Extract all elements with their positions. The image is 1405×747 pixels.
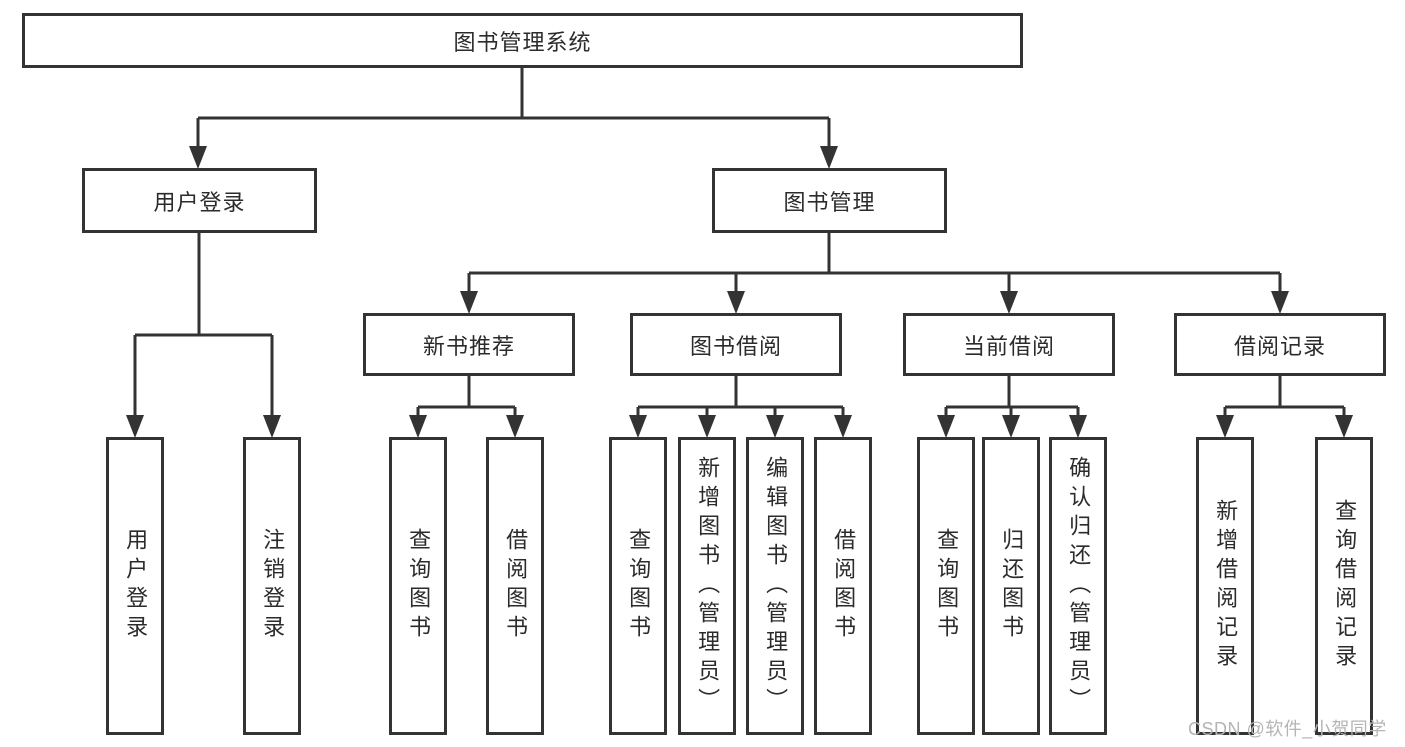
- leaf-label: 用户登录: [123, 528, 149, 644]
- leaf-label: 借阅图书: [831, 528, 857, 644]
- leaf-return-books: 归还图书: [982, 437, 1040, 735]
- leaf-edit-books-admin: 编辑图书（管理员）: [746, 437, 804, 735]
- connector-user-login-children: [126, 233, 281, 438]
- leaf-label: 编辑图书（管理员）: [763, 455, 789, 717]
- leaf-label: 新增借阅记录: [1213, 499, 1239, 673]
- leaf-logout: 注销登录: [243, 437, 301, 735]
- leaf-query-books: 查询图书: [609, 437, 667, 735]
- leaf-label: 归还图书: [999, 528, 1025, 644]
- leaf-query-books: 查询图书: [917, 437, 975, 735]
- leaf-label: 查询图书: [934, 528, 960, 644]
- leaf-label: 新增图书（管理员）: [695, 455, 721, 717]
- leaf-label: 查询图书: [406, 528, 432, 644]
- leaf-add-books-admin: 新增图书（管理员）: [678, 437, 736, 735]
- leaf-label: 注销登录: [260, 528, 286, 644]
- connector-book-management-children: [460, 233, 1289, 314]
- connector-borrow-records-children: [1216, 376, 1353, 438]
- node-book-management: 图书管理: [712, 168, 947, 233]
- connector-current-borrow-children: [937, 376, 1087, 438]
- leaf-borrow-books: 借阅图书: [486, 437, 544, 735]
- connector-root-to-level2: [189, 68, 838, 169]
- csdn-watermark: CSDN @软件_小贺同学: [1188, 719, 1387, 739]
- leaf-label: 借阅图书: [503, 528, 529, 644]
- node-current-borrowing: 当前借阅: [903, 313, 1115, 376]
- connector-new-book-children: [409, 376, 524, 438]
- leaf-user-login: 用户登录: [106, 437, 164, 735]
- node-book-borrowing: 图书借阅: [630, 313, 842, 376]
- leaf-label: 查询借阅记录: [1332, 499, 1358, 673]
- leaf-label: 查询图书: [626, 528, 652, 644]
- leaf-borrow-books: 借阅图书: [814, 437, 872, 735]
- node-borrowing-records: 借阅记录: [1174, 313, 1386, 376]
- leaf-confirm-return-admin: 确认归还（管理员）: [1049, 437, 1107, 735]
- connector-book-borrow-children: [629, 376, 852, 438]
- leaf-query-borrow-record: 查询借阅记录: [1315, 437, 1373, 735]
- node-user-login: 用户登录: [82, 168, 317, 233]
- leaf-query-books: 查询图书: [389, 437, 447, 735]
- node-library-management-system: 图书管理系统: [22, 13, 1023, 68]
- leaf-add-borrow-record: 新增借阅记录: [1196, 437, 1254, 735]
- leaf-label: 确认归还（管理员）: [1066, 455, 1092, 717]
- node-new-book-recommendation: 新书推荐: [363, 313, 575, 376]
